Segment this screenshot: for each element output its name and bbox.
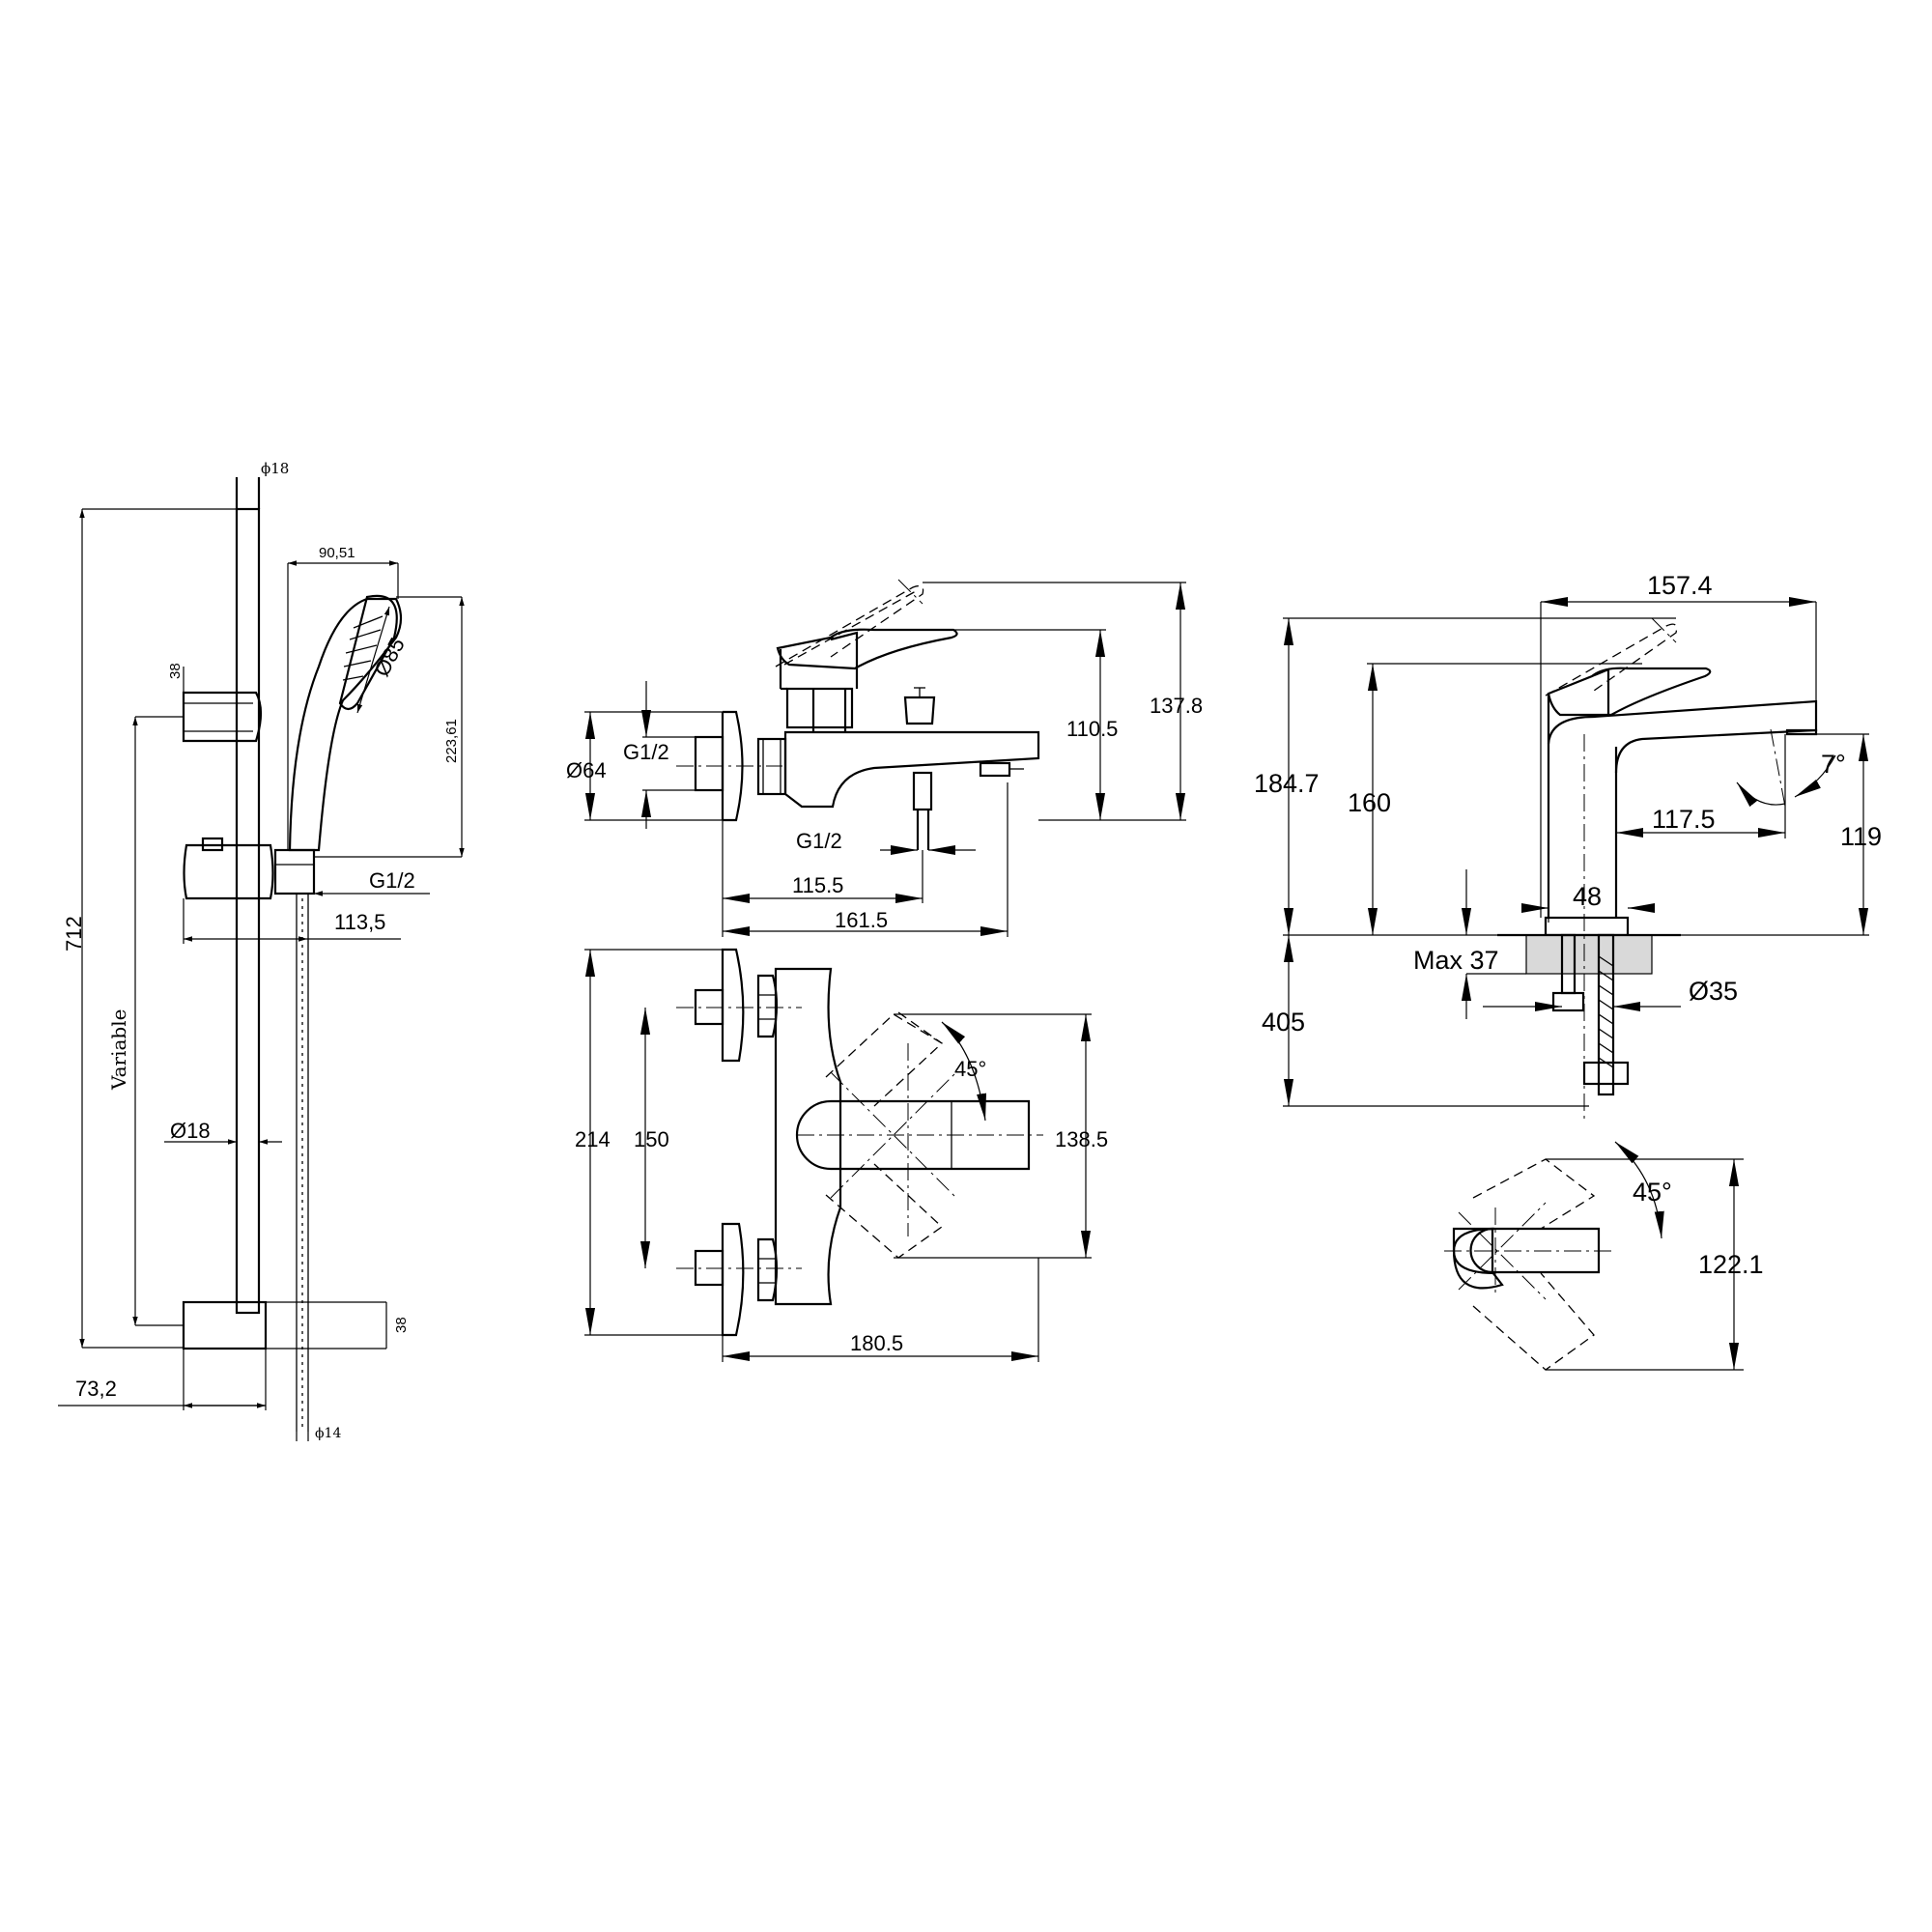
outlet-distance-label: 115.5	[792, 873, 843, 897]
head-width-label: 90,51	[319, 545, 355, 561]
outlet-reach-label: 117.5	[1652, 805, 1716, 834]
plan-depth-label: 214	[575, 1127, 611, 1151]
basin-overall-height-label: 184.7	[1254, 769, 1320, 798]
basin-mixer-plan	[1444, 1158, 1613, 1371]
overall-depth-label: 161.5	[835, 908, 888, 932]
basin-mixer-dims	[1283, 596, 1869, 1107]
hose-length-label: 405	[1262, 1008, 1305, 1037]
outlet-height-label: 119	[1840, 822, 1882, 851]
rail-diameter-label: Ø18	[170, 1119, 211, 1143]
outlet-thread-label: G1/2	[796, 829, 842, 853]
handle-width-label: 138.5	[1055, 1127, 1108, 1151]
bath-mixer-dims	[584, 582, 1186, 937]
plan-length-label: 180.5	[850, 1331, 903, 1355]
spout-angle-label: 7°	[1821, 750, 1846, 779]
bath-handle-angle-label: 45°	[954, 1057, 986, 1081]
slider-thread-label: G1/2	[369, 868, 415, 893]
basin-mixer-plan-dims	[1546, 1141, 1744, 1371]
hole-diameter-label: Ø35	[1689, 977, 1738, 1006]
body-height-label: 160	[1348, 788, 1391, 817]
bath-mixer-plan-dims	[584, 949, 1092, 1362]
head-height-label: 223,61	[443, 719, 460, 763]
basin-handle-width-label: 122.1	[1698, 1250, 1764, 1279]
shower-set-drawing	[58, 477, 465, 1441]
variable-label: Variable	[107, 1009, 130, 1091]
bracket-height-top-label: 38	[167, 663, 184, 679]
bath-mixer-plan	[676, 948, 1043, 1337]
escutcheon-diameter-label: Ø64	[566, 758, 607, 782]
base-diameter-label: 48	[1573, 882, 1602, 911]
basin-mixer-elevation	[1497, 617, 1818, 1121]
slider-offset-label: 113,5	[334, 910, 385, 934]
overall-height-label: 712	[62, 916, 86, 952]
max-deck-label: Max 37	[1413, 946, 1499, 975]
bracket-height-bottom-label: 38	[393, 1317, 410, 1333]
bath-overall-height-label: 137.8	[1150, 694, 1203, 718]
inlet-thread-label: G1/2	[623, 740, 669, 764]
basin-handle-angle-label: 45°	[1633, 1178, 1672, 1207]
head-diameter-label: Ø85	[369, 634, 410, 680]
spout-height-label: 110.5	[1066, 717, 1118, 741]
bath-mixer-elevation	[676, 579, 1040, 850]
bracket-depth-label: 73,2	[75, 1377, 117, 1401]
centres-label: 150	[634, 1127, 669, 1151]
spout-reach-label: 157.4	[1647, 571, 1713, 600]
rail-diameter-top-label: ϕ18	[261, 460, 289, 477]
hose-diameter-label: ϕ14	[315, 1426, 341, 1441]
